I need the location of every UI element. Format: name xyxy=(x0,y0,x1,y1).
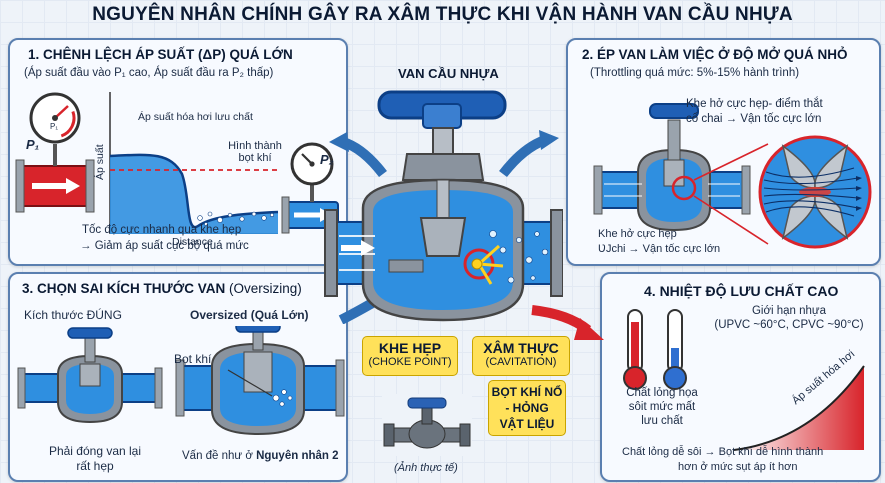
panel1-note-line1: Tốc độ cực nhanh qua khe hẹp xyxy=(82,224,242,236)
panel2-subtitle: (Throttling quá mức: 5%-15% hành trình) xyxy=(590,67,800,79)
panel4-title: 4. NHIỆT ĐỘ LƯU CHẤT CAO xyxy=(644,283,839,299)
arrow-to-panel1 xyxy=(341,137,387,178)
handwheel-oversized-icon xyxy=(235,326,281,333)
panel4-note-line1: Chất lỏng dễ sôi → Bọt khí dễ hình thành xyxy=(622,446,824,458)
choke-subtitle: (CHOKE POINT) xyxy=(368,356,452,368)
note-right-prefix: Vấn đề như ở xyxy=(182,450,257,462)
arrow-to-panel2 xyxy=(499,135,547,178)
panel3-note-right: Vấn đề như ở Nguyên nhân 2 xyxy=(182,450,339,462)
panel4-note-line2: hơn ở mức sụt áp ít hơn xyxy=(678,461,798,473)
cavitation-title: XÂM THỰC xyxy=(483,340,559,356)
bubble-burst-label: BỌT KHÍ NỔ - HỎNG VẬT LIỆU xyxy=(488,380,566,436)
burst-line3: VẬT LIỆU xyxy=(499,417,555,431)
pressure-curve-area xyxy=(110,154,278,234)
panel1-subtitle: (Áp suất đầu vào P₁ cao, Áp suất đầu ra … xyxy=(24,67,274,79)
oversized-label: Oversized (Quá Lớn) xyxy=(190,308,309,322)
vapor-pressure-label: Áp suất hóa hơi lưu chất xyxy=(138,111,253,123)
panel2-note-bottom-line2: ƲJchi → Vận tốc cực lớn xyxy=(598,243,721,255)
panel2-note-top-line2: cổ chai → Vận tốc cực lớn xyxy=(686,113,822,125)
boiling-note-line1: Chất lỏng họa xyxy=(626,387,698,399)
panel3-title-main: 3. CHỌN SAI KÍCH THƯỚC VAN xyxy=(22,281,226,296)
temperature-illustration xyxy=(623,309,865,451)
bubble-label-line1: Hình thành xyxy=(228,140,282,152)
plastic-limit-label: Giới hạn nhựa (UPVC ~60°C, CPVC ~90°C) xyxy=(702,304,876,332)
panel2-note-bottom-line1: Khe hở cực hẹp xyxy=(598,228,677,240)
arrow-to-panel4 xyxy=(531,305,604,340)
oversizing-comparison-illustration xyxy=(17,326,345,436)
panel3-title: 3. CHỌN SAI KÍCH THƯỚC VAN (Oversizing) xyxy=(22,281,302,296)
handwheel-icon xyxy=(649,103,699,119)
panel-high-temperature: 4. NHIỆT ĐỘ LƯU CHẤT CAO Giới hạn nhựa (… xyxy=(600,272,881,482)
panel2-note-top-line1: Khe hở cực hẹp- điểm thắt xyxy=(686,98,823,110)
bubble-formation-label: Hình thành bọt khí xyxy=(218,140,292,164)
boiling-note-line3: lưu chất xyxy=(641,415,683,427)
boiling-note-line2: sôit mức mất xyxy=(628,401,696,413)
correct-size-label: Kích thước ĐÚNG xyxy=(24,308,122,322)
panel-throttling: 2. ÉP VAN LÀM VIỆC Ở ĐỘ MỞ QUÁ NHỎ (Thro… xyxy=(566,38,881,266)
throttled-valve-illustration xyxy=(593,103,872,249)
limit-line2: (UPVC ~60°C, CPVC ~90°C) xyxy=(714,319,864,331)
pressure-profile-illustration xyxy=(15,92,339,234)
pressure-curve-line xyxy=(109,153,279,229)
bubble-callout-label: Bọt khí xyxy=(174,352,212,366)
handwheel-correct-icon xyxy=(67,327,113,339)
y-axis-label: Áp suất xyxy=(94,144,106,180)
gauge-p1-label: P₁ xyxy=(50,122,59,131)
cavitation-label: XÂM THỰC (CAVITATION) xyxy=(472,336,570,376)
panel3-title-suffix: (Oversizing) xyxy=(229,281,302,296)
vapor-pressure-area xyxy=(734,366,864,450)
real-valve-photo xyxy=(382,394,472,456)
choke-point-label: KHE HẸP (CHOKE POINT) xyxy=(362,336,458,376)
panel1-title: 1. CHÊNH LỆCH ÁP SUẤT (ΔP) QUÁ LỚN xyxy=(28,47,293,62)
burst-line2: - HỎNG xyxy=(505,401,549,415)
limit-line1: Giới hạn nhựa xyxy=(751,305,827,317)
burst-line1: BỌT KHÍ NỔ xyxy=(491,385,563,399)
photo-caption: (Ảnh thực tế) xyxy=(394,462,458,474)
choke-highlight-circle xyxy=(671,175,697,201)
panel-oversizing: 3. CHỌN SAI KÍCH THƯỚC VAN (Oversizing) … xyxy=(8,272,348,482)
note-left-line1: Phải đóng van lại xyxy=(48,444,142,458)
choke-title: KHE HẸP xyxy=(378,340,442,356)
x-axis-label: Distance xyxy=(172,236,213,248)
bubble-label-line2: bọt khí xyxy=(238,152,272,164)
panel-pressure-differential: 1. CHÊNH LỆCH ÁP SUẤT (ΔP) QUÁ LỚN (Áp s… xyxy=(8,38,348,266)
note-left-line2: rất hẹp xyxy=(76,459,114,473)
boiling-note: Chất lỏng họa sôit mức mất lưu chất xyxy=(606,386,718,428)
center-valve-label: VAN CẦU NHỰA xyxy=(398,66,499,81)
label-p1: P₁ xyxy=(26,137,40,152)
vapor-pressure-curve xyxy=(733,365,865,451)
label-p2: P₂ xyxy=(320,152,334,167)
center-valve-illustration xyxy=(324,90,563,324)
cavitation-subtitle: (CAVITATION) xyxy=(485,356,557,368)
panel3-note-left: Phải đóng van lại rất hẹp xyxy=(30,444,160,474)
page-title: NGUYÊN NHÂN CHÍNH GÂY RA XÂM THỰC KHI VẬ… xyxy=(92,4,793,25)
panel2-title: 2. ÉP VAN LÀM VIỆC Ở ĐỘ MỞ QUÁ NHỎ xyxy=(582,47,848,62)
panel1-note-line2: → Giảm áp suất cục bộ quá mức xyxy=(80,240,249,252)
note-right-bold: Nguyên nhân 2 xyxy=(256,450,339,462)
